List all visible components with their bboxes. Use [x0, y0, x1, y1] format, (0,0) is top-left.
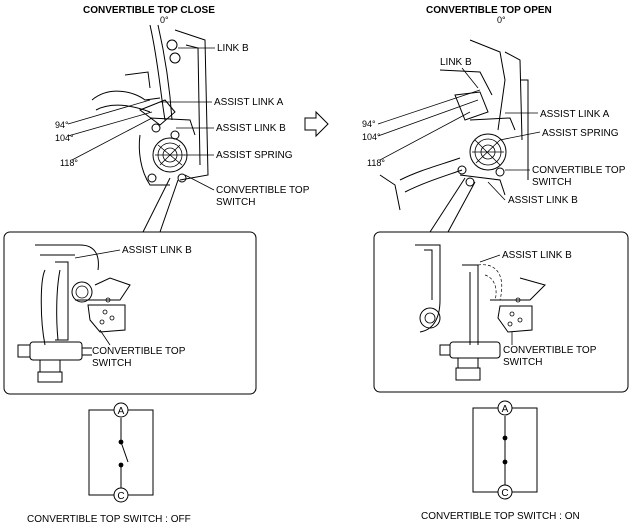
- left-angle-118-line: [71, 117, 153, 161]
- right-label-switch-line1: CONVERTIBLE TOP: [532, 165, 626, 176]
- left-mechanism-illustration: [91, 24, 209, 186]
- left-switch-state: CONVERTIBLE TOP SWITCH : OFF: [27, 514, 191, 525]
- right-label-link-b: LINK B: [440, 57, 472, 68]
- right-mechanism-illustration: [379, 39, 529, 211]
- left-detail-switch-line1: CONVERTIBLE TOP: [92, 346, 186, 357]
- left-angle-104-line: [67, 111, 153, 137]
- left-switch-contact-open: [120, 441, 129, 463]
- right-label-assist-spring: ASSIST SPRING: [542, 128, 619, 139]
- right-switch-circuit: A C: [472, 400, 538, 500]
- right-angle-118: 118°: [367, 158, 385, 168]
- left-panel: CONVERTIBLE TOP CLOSE 0°: [3, 5, 310, 525]
- left-label-switch-line1: CONVERTIBLE TOP: [216, 185, 310, 196]
- right-switch-state: CONVERTIBLE TOP SWITCH : ON: [421, 511, 580, 522]
- left-label-assist-spring: ASSIST SPRING: [216, 150, 293, 161]
- right-angle-0: 0°: [497, 15, 506, 25]
- right-terminal-c: C: [501, 488, 508, 499]
- left-detail-assist-link-b: ASSIST LINK B: [122, 245, 192, 256]
- left-terminal-c-circle: [113, 487, 129, 503]
- right-angle-118-line: [379, 111, 471, 161]
- right-terminal-a: A: [502, 404, 509, 415]
- left-terminal-a: A: [118, 406, 125, 417]
- left-label-assist-link-a: ASSIST LINK A: [214, 97, 284, 108]
- left-angle-0: 0°: [160, 15, 169, 25]
- right-arrow-icon: [304, 110, 329, 138]
- right-label-assist-link-b: ASSIST LINK B: [508, 195, 578, 206]
- left-detail-box: [3, 231, 257, 395]
- right-detail-assist-link-b: ASSIST LINK B: [502, 250, 572, 261]
- left-title: CONVERTIBLE TOP CLOSE: [83, 5, 215, 16]
- left-detail-illustration: [17, 244, 131, 383]
- right-detail-illustration: [415, 244, 546, 381]
- left-angle-94-line: [67, 99, 151, 125]
- left-angle-118: 118°: [60, 158, 78, 168]
- right-detail-switch-line1: CONVERTIBLE TOP: [503, 345, 597, 356]
- left-label-link-b: LINK B: [217, 43, 249, 54]
- left-switch-circuit: A C: [88, 402, 154, 503]
- left-label-switch-line2: SWITCH: [216, 197, 255, 208]
- right-terminal-c-circle: [497, 484, 513, 500]
- left-terminal-a-circle: [113, 402, 129, 418]
- right-panel: CONVERTIBLE TOP OPEN 0° 94° 104° 118°: [362, 5, 629, 522]
- right-angle-104-line: [377, 99, 479, 137]
- right-angle-94-line: [377, 89, 481, 125]
- right-terminal-a-circle: [497, 400, 513, 416]
- right-title: CONVERTIBLE TOP OPEN: [426, 5, 552, 16]
- left-angle-104: 104°: [55, 133, 74, 143]
- right-detail-box: [373, 231, 629, 393]
- right-angle-104: 104°: [362, 132, 381, 142]
- right-detail-switch-line2: SWITCH: [503, 357, 542, 368]
- left-terminal-c: C: [117, 491, 124, 502]
- right-label-switch-line2: SWITCH: [532, 177, 571, 188]
- right-label-assist-link-a: ASSIST LINK A: [540, 109, 610, 120]
- left-detail-switch-line2: SWITCH: [92, 358, 131, 369]
- right-angle-94: 94°: [362, 119, 376, 129]
- left-angle-94: 94°: [55, 120, 69, 130]
- left-label-assist-link-b: ASSIST LINK B: [216, 123, 286, 134]
